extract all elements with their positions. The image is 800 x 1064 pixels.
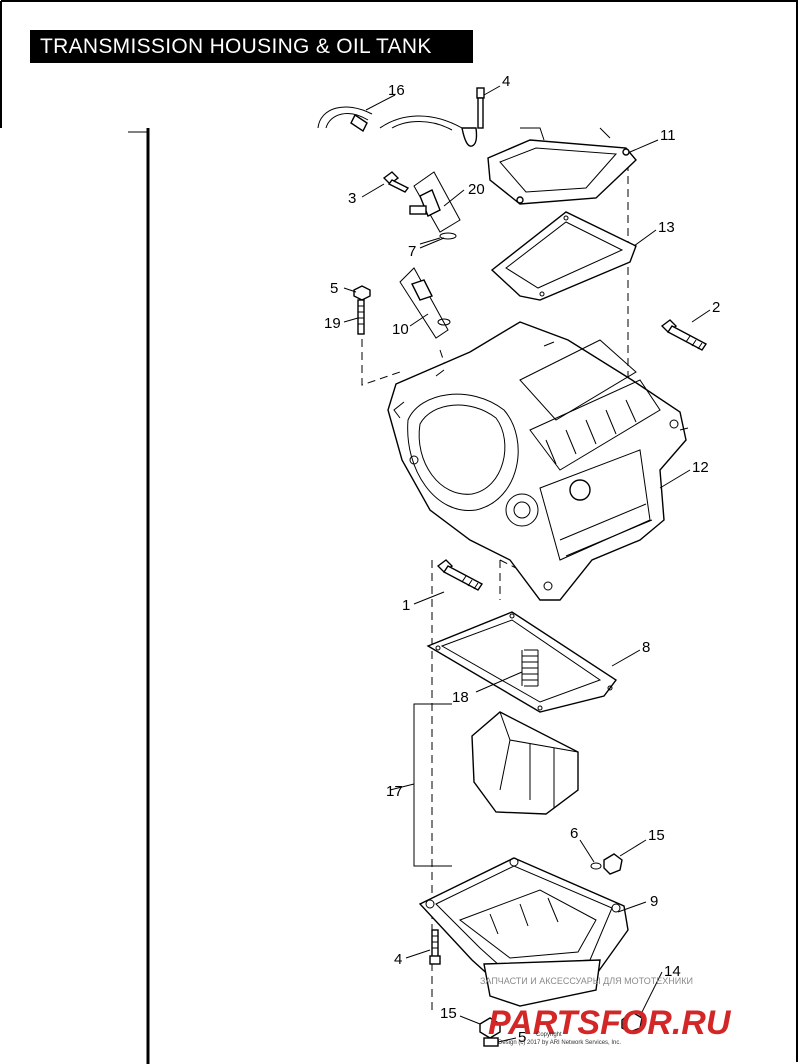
callout-12: 12 [692,459,709,476]
callout-14: 14 [664,963,681,980]
callout-2: 2 [712,299,720,316]
part-10-sensor [399,267,451,339]
callout-16: 16 [388,82,405,99]
callout-labels: 16 4 11 3 20 13 7 5 2 19 10 12 1 8 18 17… [324,73,720,1046]
callout-15-upper: 15 [648,827,665,844]
part-20-switch [409,171,461,233]
callout-20: 20 [468,181,485,198]
callout-17: 17 [386,783,403,800]
leader-lines [343,85,711,1043]
part-4-bolt-bottom [429,929,441,965]
part-12-transmission-housing [387,321,689,601]
page-title: TRANSMISSION HOUSING & OIL TANK [30,30,473,63]
part-5-nut-top [353,285,371,301]
part-1-bolt [436,559,484,591]
watermark: ЗАПЧАСТИ И АКСЕССУАРЫ ДЛЯ МОТОТЕХНИКИ PA… [480,976,732,1042]
part-7-oring [419,232,457,245]
part-6-oring [590,862,602,870]
part-18-spring [521,649,539,687]
callout-3: 3 [348,190,356,207]
watermark-caption: ЗАПЧАСТИ И АКСЕССУАРЫ ДЛЯ МОТОТЕХНИКИ [480,976,693,986]
part-2-bolt [660,319,708,351]
callout-4-top: 4 [502,73,510,90]
watermark-brand: PARTSFOR.RU [488,1004,732,1042]
callout-5-top: 5 [330,280,338,297]
callout-9: 9 [650,893,658,910]
part-19-stud [357,299,365,335]
part-3-screw [382,171,410,193]
part-4-bolt-top [461,87,485,147]
part-16-vent-hose [317,106,463,133]
part-15-plug-upper [603,853,623,875]
part-15-plug-lower [479,1017,501,1039]
part-13-top-gasket [490,211,637,301]
callout-7: 7 [408,243,416,260]
callout-4-bottom: 4 [394,951,402,968]
part-17-screen-bracket [413,703,579,867]
copyright-line-2: Design (c) 2017 by ARI Network Services,… [498,1040,621,1046]
callout-1: 1 [402,597,410,614]
callout-15-lower: 15 [440,1005,457,1022]
callout-19: 19 [324,315,341,332]
callout-13: 13 [658,219,675,236]
copyright-line-1: Copyright [536,1032,562,1038]
callout-18: 18 [452,689,469,706]
callout-11: 11 [660,127,676,144]
part-9-oil-pan [418,857,629,1007]
copyright-notice: Copyright Design (c) 2017 by ARI Network… [498,1032,621,1046]
callout-10: 10 [392,321,409,338]
callout-8: 8 [642,639,650,656]
callout-5-bottom: 5 [518,1029,526,1046]
part-11-top-cover [487,127,637,205]
callout-6: 6 [570,825,578,842]
part-14-plug [621,1011,643,1033]
